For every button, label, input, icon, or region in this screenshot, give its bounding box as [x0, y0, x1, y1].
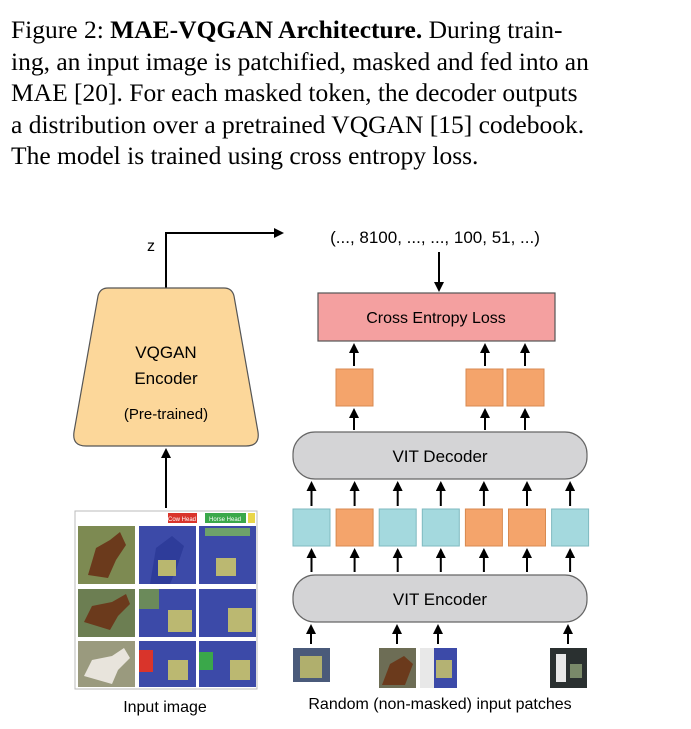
- legend-tag-cow-head: Cow Head: [168, 517, 196, 523]
- patch-to-encoder-arrows: [306, 624, 573, 644]
- visible-token: [421, 508, 460, 547]
- figure-caption: Figure 2: MAE-VQGAN Architecture. During…: [11, 14, 681, 172]
- vqgan-encoder-note: (Pre-trained): [124, 406, 208, 423]
- vqgan-encoder-title-1: VQGAN: [135, 343, 196, 362]
- input-patches: [293, 648, 587, 688]
- caption-line-3: MAE [20]. For each masked token, the dec…: [11, 78, 578, 107]
- figure-title: MAE-VQGAN Architecture.: [110, 15, 423, 44]
- input-patch: [293, 648, 330, 688]
- input-patch: [420, 648, 457, 688]
- output-token: [335, 368, 374, 407]
- visible-token: [551, 508, 590, 547]
- vqgan-encoder-block: [73, 287, 259, 447]
- vqgan-encoder-title-2: Encoder: [134, 369, 198, 388]
- vit-encoder-label: VIT Encoder: [393, 590, 488, 609]
- token-row: [292, 481, 590, 572]
- caption-line-1: During train-: [428, 15, 563, 44]
- input-image-label: Input image: [123, 699, 207, 716]
- z-arrow: [165, 228, 284, 288]
- masked-token: [464, 508, 503, 547]
- vit-decoder-label: VIT Decoder: [392, 447, 487, 466]
- caption-line-2: ing, an input image is patchified, maske…: [11, 46, 589, 76]
- visible-token: [378, 508, 417, 547]
- output-token: [465, 368, 504, 407]
- legend-tag-horse-head: Horse Head: [209, 517, 241, 523]
- masked-token: [508, 508, 546, 547]
- vit-decoder-block: [292, 431, 588, 480]
- decoder-output-tokens: [335, 368, 545, 407]
- token-sequence-text: (..., 8100, ..., ..., 100, 51, ...): [330, 228, 540, 247]
- input-patches-label: Random (non-masked) input patches: [308, 696, 571, 713]
- visible-token: [292, 508, 331, 547]
- input-image: Cow Head Horse Head: [74, 510, 258, 690]
- caption-line-4: a distribution over a pretrained VQGAN […: [11, 109, 585, 139]
- masked-token: [335, 508, 374, 547]
- output-token: [506, 368, 545, 407]
- z-label: z: [147, 238, 155, 255]
- figure-number: Figure 2:: [11, 15, 104, 44]
- decoder-to-token-arrows: [349, 408, 530, 430]
- token-to-loss-arrows: [349, 343, 530, 366]
- input-patch: [379, 648, 416, 688]
- cross-entropy-loss-label: Cross Entropy Loss: [366, 310, 506, 327]
- caption-line-5: The model is trained using cross entropy…: [11, 141, 479, 170]
- cross-entropy-loss-box: [317, 292, 556, 342]
- input-patch: [550, 648, 587, 688]
- vit-encoder-block: [292, 574, 588, 623]
